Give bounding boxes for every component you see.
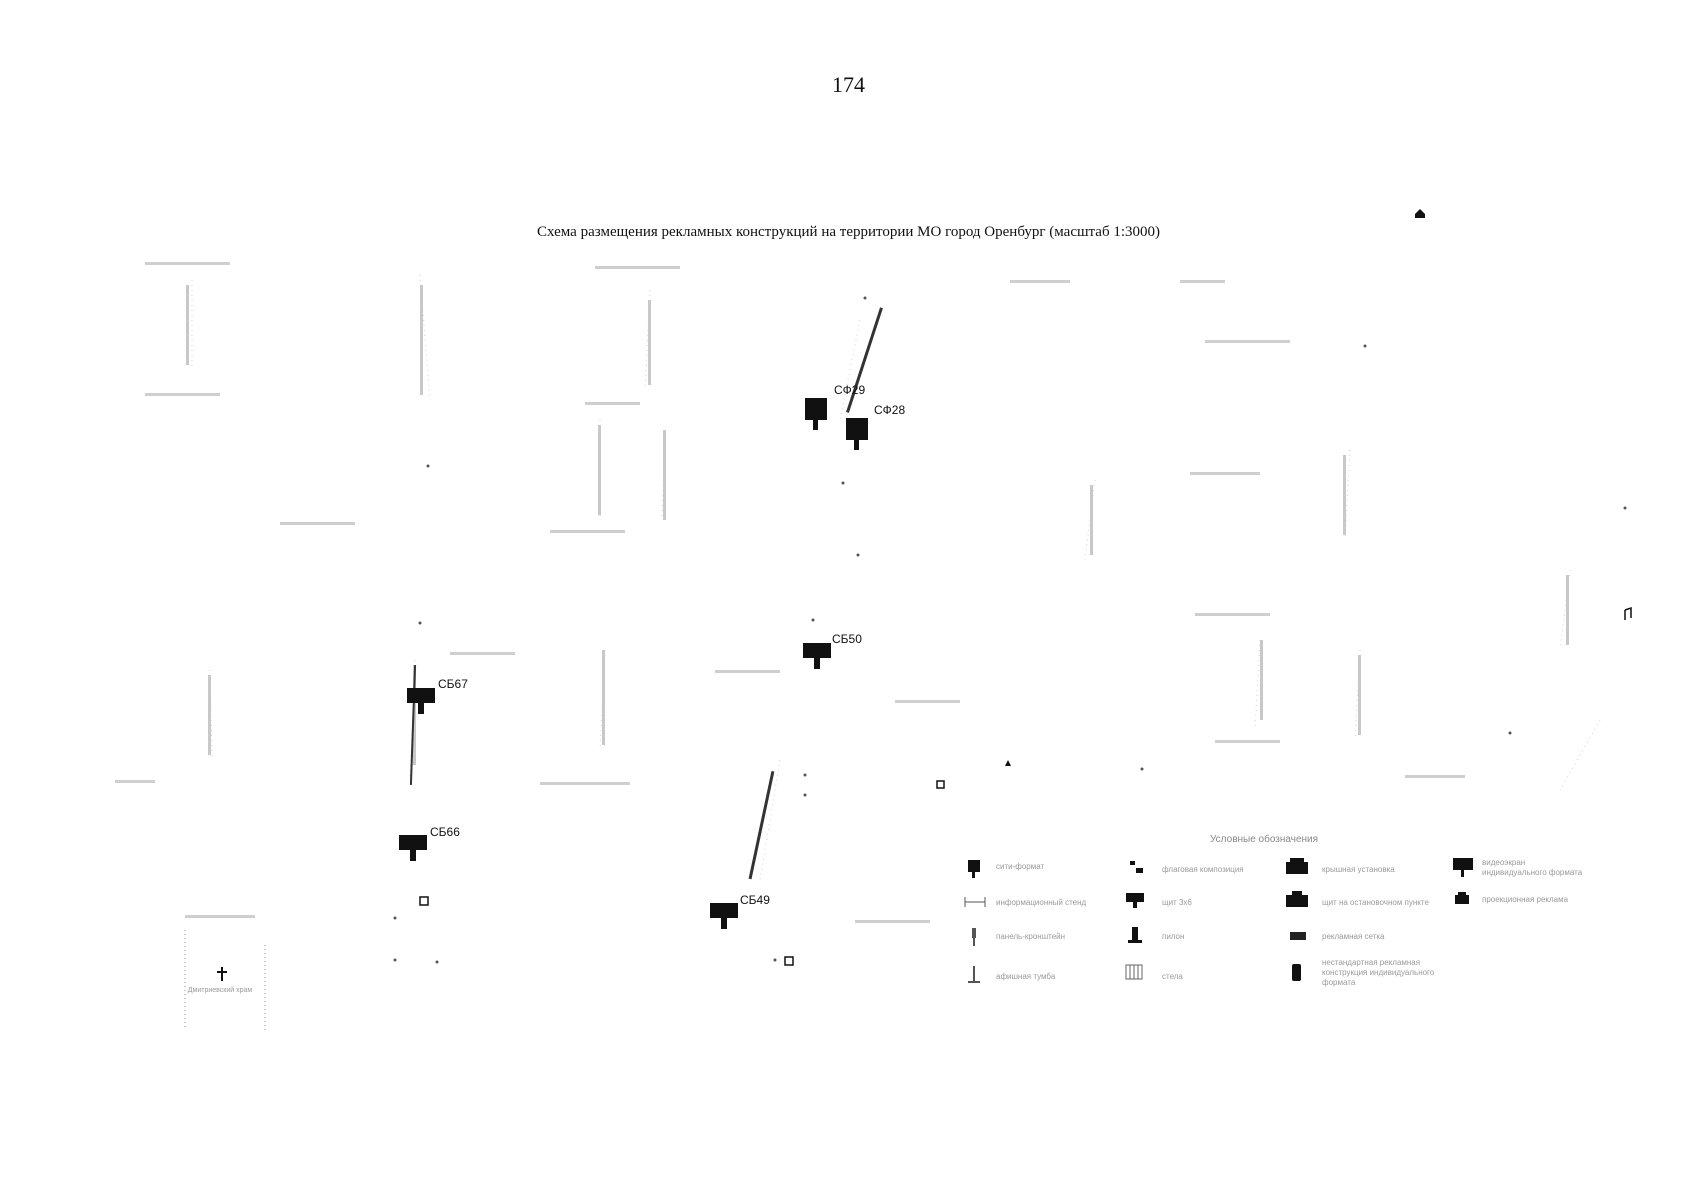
panel-bracket-icon xyxy=(972,928,976,946)
music-note-icon xyxy=(1624,606,1632,620)
nonstandard-structure-icon xyxy=(1292,964,1301,981)
legend-item-label: щит 3х6 xyxy=(1162,898,1192,907)
pylon-icon xyxy=(1128,927,1142,943)
poi-label: Дмитриевский храм xyxy=(187,987,253,994)
legend-item-label: видеоэкран индивидуального формата xyxy=(1482,858,1583,877)
legend-item-label: информационный стенд xyxy=(996,898,1087,907)
stele-icon xyxy=(1125,964,1143,980)
legend-item-label: пилон xyxy=(1162,932,1185,941)
small-square-icon xyxy=(936,780,945,789)
marker-label: СФ29 xyxy=(834,383,866,397)
legend-item-label: проекционная реклама xyxy=(1482,895,1569,904)
legend-item-label: щит на остановочном пункте xyxy=(1322,898,1429,907)
map-title: Схема размещения рекламных конструкций н… xyxy=(537,224,1160,240)
flag-composition-icon xyxy=(1130,861,1143,873)
city-format-marker[interactable] xyxy=(846,418,868,450)
small-square-icon xyxy=(784,956,794,966)
marker-label: СБ50 xyxy=(832,632,862,646)
city-format-icon xyxy=(968,860,980,878)
bus-stop-board-icon xyxy=(1286,891,1308,907)
roof-installation-icon xyxy=(1286,858,1308,874)
billboard-marker[interactable] xyxy=(710,903,738,929)
marker-label: СФ28 xyxy=(874,403,906,417)
church-cross-icon xyxy=(217,967,227,981)
legend-item-label: флаговая композиция xyxy=(1162,865,1244,874)
marker-label: СБ49 xyxy=(740,893,770,907)
house-icon xyxy=(1415,209,1425,218)
legend-item-label: рекламная сетка xyxy=(1322,932,1385,941)
marker-label: СБ67 xyxy=(438,677,468,691)
legend-item-label: стела xyxy=(1162,972,1183,981)
billboard-marker[interactable] xyxy=(399,835,427,861)
small-square-icon xyxy=(419,896,429,906)
info-stand-icon xyxy=(964,897,986,907)
billboard-marker[interactable] xyxy=(407,688,435,714)
legend-item-label: сити-формат xyxy=(996,862,1045,871)
legend-title: Условные обозначения xyxy=(1210,834,1319,845)
legend-item-label: афишная тумба xyxy=(996,972,1056,981)
projection-icon xyxy=(1455,892,1469,904)
page-number: 174 xyxy=(832,72,865,97)
video-screen-icon xyxy=(1453,858,1473,877)
billboard-icon xyxy=(1126,893,1144,908)
city-format-marker[interactable] xyxy=(805,398,827,430)
poster-column-icon xyxy=(968,966,980,983)
triangle-icon xyxy=(1005,760,1011,766)
legend-item-label: крышная установка xyxy=(1322,865,1395,874)
legend-item-label: панель-кронштейн xyxy=(996,932,1066,941)
advertising-mesh-icon xyxy=(1290,932,1306,940)
legend-item-label: нестандартная рекламная конструкция инди… xyxy=(1322,958,1435,987)
billboard-marker[interactable] xyxy=(803,643,831,669)
marker-label: СБ66 xyxy=(430,825,460,839)
